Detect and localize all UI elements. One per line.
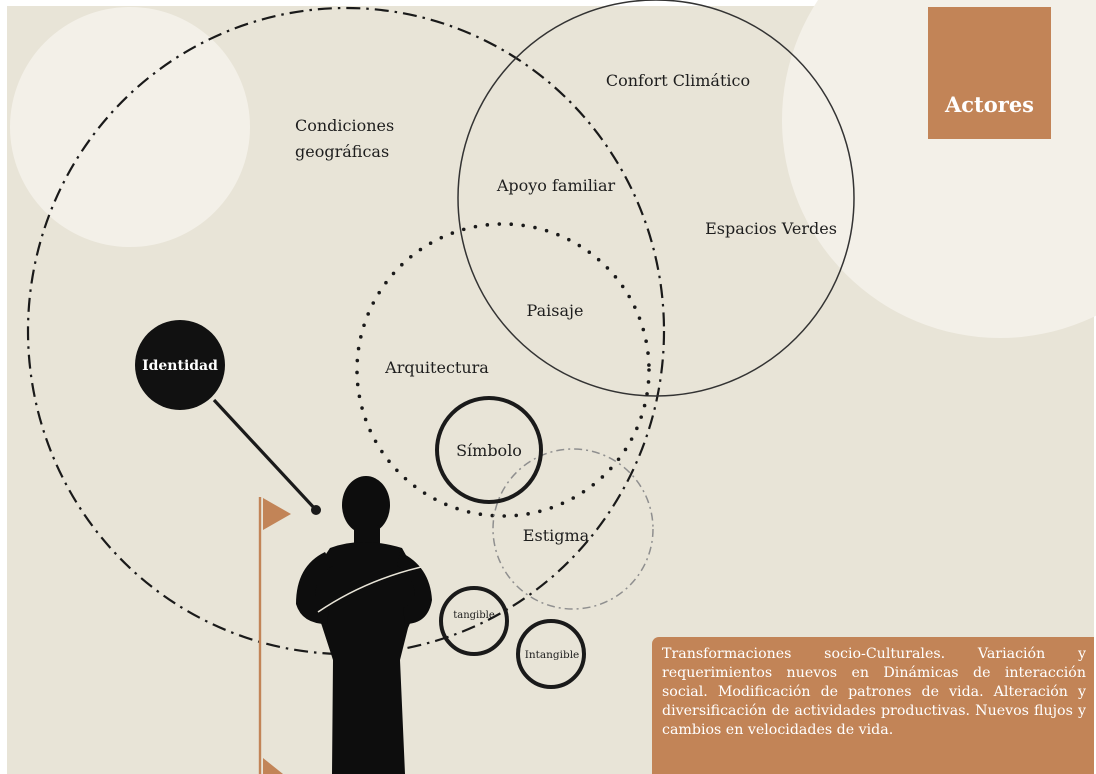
label-arquitectura: Arquitectura (384, 358, 489, 377)
outer-dashdot-ellipse (26, 6, 666, 656)
label-simbolo: Símbolo (456, 441, 522, 460)
flag-top (263, 498, 291, 530)
transformations-text-box: Transformaciones socio-Culturales. Varia… (652, 637, 1094, 774)
estigma-circle (492, 448, 654, 610)
label-condiciones-line1: Condiciones (295, 116, 394, 135)
light-circle-left (10, 7, 250, 247)
actors-box: Actores (928, 7, 1051, 139)
label-condiciones-line2: geográficas (295, 142, 389, 161)
flag-bottom (263, 758, 283, 774)
confort-circle (457, 0, 855, 397)
identidad-circle (135, 320, 225, 410)
label-espacios-verdes: Espacios Verdes (705, 219, 837, 238)
dotted-circle (355, 222, 651, 518)
simbolo-circle (435, 396, 543, 504)
label-tangible: tangible (453, 610, 495, 621)
label-confort-climatico: Confort Climático (606, 71, 750, 90)
label-identidad: Identidad (142, 358, 218, 374)
identidad-pointer-dot (311, 505, 321, 515)
actors-label: Actores (944, 92, 1035, 117)
label-apoyo-familiar: Apoyo familiar (496, 176, 616, 195)
identidad-pointer-line (212, 398, 318, 512)
intangible-circle (516, 619, 586, 689)
person-silhouette (296, 476, 432, 774)
label-paisaje: Paisaje (527, 301, 584, 320)
body-arc (317, 559, 461, 613)
label-intangible: Intangible (525, 649, 580, 661)
label-estigma: Estigma (523, 526, 590, 545)
tangible-circle (439, 586, 509, 656)
